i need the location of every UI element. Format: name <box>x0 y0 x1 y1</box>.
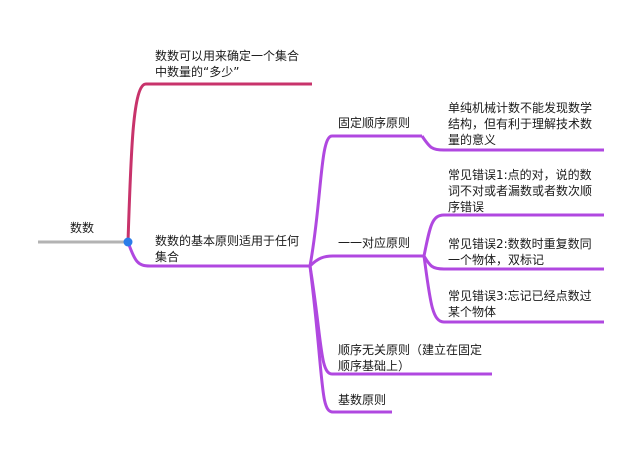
principle-2-connector <box>308 254 424 268</box>
detail-1-label[interactable]: 单纯机械计数不能发现数学结构，但有利于理解技术数量的意义 <box>448 101 593 147</box>
detail-1-connector <box>420 135 604 152</box>
branch-2-label[interactable]: 数数的基本原则适用于任何集合 <box>155 234 300 264</box>
principle-1-connector <box>308 134 422 267</box>
detail-2-label[interactable]: 常见错误1:点的对，说的数词不对或者漏数或者数次顺序错误 <box>448 168 593 214</box>
detail-4-connector <box>422 255 604 324</box>
detail-3-label[interactable]: 常见错误2:数数时重复数同一个物体，双标记 <box>448 237 592 267</box>
branch-1-connector <box>126 82 312 243</box>
principle-4-connector <box>308 265 392 414</box>
principle-4-label[interactable]: 基数原则 <box>338 393 387 407</box>
branch-1-label[interactable]: 数数可以用来确定一个集合中数量的“多少” <box>155 49 300 79</box>
principle-2-label[interactable]: 一一对应原则 <box>338 236 411 250</box>
root-node-dot[interactable] <box>123 237 133 247</box>
principle-1-label[interactable]: 固定顺序原则 <box>338 116 411 130</box>
detail-2-connector <box>422 213 604 257</box>
branch-2-connector <box>126 241 310 268</box>
detail-4-label[interactable]: 常见错误3:忘记已经点数过某个物体 <box>448 289 592 319</box>
root-node-label[interactable]: 数数 <box>70 221 95 235</box>
principle-3-label[interactable]: 顺序无关原则（建立在固定顺序基础上） <box>338 343 483 373</box>
